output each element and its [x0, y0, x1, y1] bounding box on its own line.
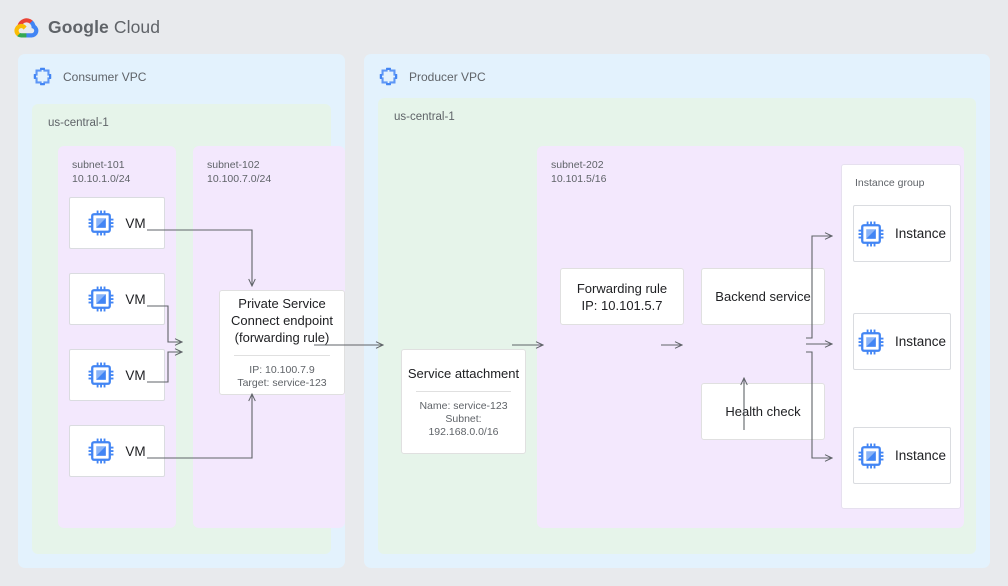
forwarding-rule-text: Forwarding rule IP: 10.101.5.7: [577, 280, 667, 314]
instance-group-container: Instance group Instance: [841, 164, 961, 509]
producer-vpc-title: Producer VPC: [409, 69, 486, 84]
psc-endpoint-title-line-3: (forwarding rule): [234, 330, 330, 345]
vm-chip-icon: [88, 210, 114, 236]
producer-region-container: us-central-1 Service attachment Name: se…: [378, 98, 976, 554]
vm-node-3[interactable]: VM: [69, 349, 165, 401]
consumer-vpc-title: Consumer VPC: [63, 69, 147, 84]
service-attachment-subnet-label: Subnet:: [445, 412, 482, 425]
subnet-101-cidr: 10.10.1.0/24: [72, 172, 131, 185]
google-cloud-logo: Google Cloud: [14, 10, 160, 44]
subnet-101-container: subnet-101 10.10.1.0/24 VM: [58, 146, 176, 528]
vm-chip-icon: [88, 438, 114, 464]
subnet-102-label: subnet-102 10.100.7.0/24: [207, 159, 271, 186]
backend-service-card[interactable]: Backend service: [701, 268, 825, 325]
vm-chip-icon: [88, 362, 114, 388]
vm-node-4[interactable]: VM: [69, 425, 165, 477]
google-cloud-logo-icon: [14, 17, 39, 37]
vm-node-3-label: VM: [125, 367, 146, 383]
service-attachment-title: Service attachment: [407, 365, 520, 381]
vm-node-1[interactable]: VM: [69, 197, 165, 249]
health-check-card[interactable]: Health check: [701, 383, 825, 440]
vm-chip-icon: [858, 221, 884, 246]
subnet-102-container: subnet-102 10.100.7.0/24 Private Service…: [193, 146, 345, 528]
brand-cloud: Cloud: [113, 16, 161, 37]
vm-node-1-label: VM: [125, 215, 146, 231]
consumer-vpc-header: Consumer VPC: [32, 66, 146, 87]
vm-chip-icon: [858, 329, 884, 354]
vm-chip-icon: [858, 443, 884, 468]
instance-node-2[interactable]: Instance: [853, 313, 951, 370]
psc-endpoint-details: IP: 10.100.7.9 Target: service-123: [237, 364, 326, 390]
producer-region-label: us-central-1: [394, 111, 455, 123]
instance-node-1[interactable]: Instance: [853, 205, 951, 262]
brand-text: Google Cloud: [48, 17, 160, 38]
instance-node-2-label: Instance: [894, 334, 947, 349]
forwarding-rule-card[interactable]: Forwarding rule IP: 10.101.5.7: [560, 268, 684, 325]
vpc-icon: [33, 67, 52, 86]
vm-node-2-label: VM: [125, 291, 146, 307]
psc-endpoint-divider: [233, 355, 331, 356]
forwarding-rule-ip: IP: 10.101.5.7: [581, 297, 663, 313]
consumer-vpc-container: Consumer VPC us-central-1 subnet-101 10.…: [18, 54, 345, 568]
service-attachment-card[interactable]: Service attachment Name: service-123 Sub…: [401, 349, 526, 454]
service-attachment-details: Name: service-123 Subnet: 192.168.0.0/16: [419, 400, 507, 439]
psc-endpoint-title-line-1: Private Service: [238, 296, 326, 311]
consumer-region-label: us-central-1: [48, 117, 109, 129]
subnet-202-cidr: 10.101.5/16: [551, 172, 607, 185]
instance-node-3[interactable]: Instance: [853, 427, 951, 484]
subnet-102-cidr: 10.100.7.0/24: [207, 172, 272, 185]
subnet-101-name: subnet-101: [72, 159, 125, 171]
service-attachment-divider: [415, 390, 512, 392]
subnet-101-label: subnet-101 10.10.1.0/24: [72, 159, 130, 186]
vm-node-2[interactable]: VM: [69, 273, 165, 325]
instance-group-label: Instance group: [855, 177, 925, 189]
vm-node-4-label: VM: [125, 443, 146, 459]
instance-node-1-label: Instance: [894, 226, 947, 241]
forwarding-rule-title: Forwarding rule: [576, 280, 668, 296]
psc-endpoint-ip: IP: 10.100.7.9: [249, 364, 315, 376]
health-check-text: Health check: [725, 404, 801, 419]
subnet-202-label: subnet-202 10.101.5/16: [551, 159, 606, 186]
subnet-102-name: subnet-102: [207, 159, 260, 171]
psc-endpoint-title: Private Service Connect endpoint (forwar…: [231, 295, 333, 346]
vpc-icon: [379, 67, 398, 86]
psc-endpoint-target: Target: service-123: [237, 377, 327, 389]
vm-chip-icon: [88, 286, 114, 312]
instance-node-3-label: Instance: [894, 448, 947, 463]
backend-service-text: Backend service: [715, 289, 811, 304]
producer-vpc-header: Producer VPC: [378, 66, 486, 87]
psc-endpoint-title-line-2: Connect endpoint: [231, 313, 333, 328]
subnet-202-name: subnet-202: [551, 159, 604, 171]
service-attachment-subnet-cidr: 192.168.0.0/16: [428, 425, 499, 438]
producer-vpc-container: Producer VPC us-central-1 Service attach…: [364, 54, 990, 568]
subnet-202-container: subnet-202 10.101.5/16 Forwarding rule I…: [537, 146, 964, 528]
service-attachment-name: Name: service-123: [419, 399, 508, 412]
psc-endpoint-card[interactable]: Private Service Connect endpoint (forwar…: [219, 290, 345, 395]
brand-google: Google: [48, 16, 109, 37]
consumer-region-container: us-central-1 subnet-101 10.10.1.0/24: [32, 104, 345, 554]
